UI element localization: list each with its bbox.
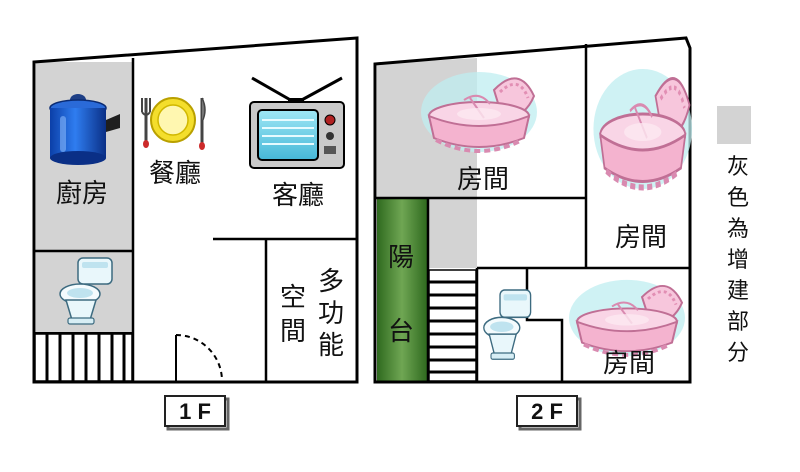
room-label-space-1: 空 [280, 283, 306, 313]
legend-char: 灰 [727, 155, 749, 180]
floor-2f-outer-wall [373, 36, 692, 384]
room-label-dining: 餐廳 [149, 159, 201, 189]
door-swing [175, 334, 223, 382]
stairs-icon [428, 269, 477, 382]
floor-label-1f-text: 1 F [179, 399, 211, 424]
room-label-living: 客廳 [272, 181, 324, 211]
baby-cradle-icon [567, 277, 687, 358]
toilet-icon [483, 289, 532, 361]
floor-label-2f: 2 F [516, 395, 582, 431]
baby-cradle-icon [419, 70, 539, 154]
floor-2f: 房間 房間 房間 陽 台 2 F [373, 36, 692, 431]
room-label-bedroom-right: 房間 [615, 223, 667, 253]
floor-1f: 廚房 餐廳 客廳 多 功 能 空 間 1 F [32, 36, 359, 431]
room-label-multi-2: 功 [318, 299, 344, 329]
floor-label-2f-text: 2 F [531, 399, 563, 424]
stairs-icon [34, 333, 133, 382]
room-label-space-2: 間 [280, 317, 306, 347]
legend-char: 部 [727, 310, 749, 335]
room-label-kitchen: 廚房 [56, 179, 108, 209]
television-icon [249, 76, 345, 169]
plate-fork-knife-icon [141, 97, 206, 150]
room-label-multi-1: 多 [318, 267, 344, 297]
legend-char: 建 [727, 279, 749, 304]
legend-char: 色 [727, 186, 749, 211]
legend-char: 分 [727, 341, 749, 366]
cooking-pot-icon [49, 94, 120, 165]
baby-cradle-icon [593, 69, 692, 189]
legend-char: 增 [727, 248, 749, 273]
room-label-balcony-2: 台 [388, 317, 414, 347]
floor-label-1f: 1 F [164, 395, 230, 431]
room-label-multi-3: 能 [318, 331, 344, 361]
corridor-added-area [428, 198, 477, 268]
floor-1f-outer-wall [32, 36, 359, 384]
legend-swatch-gray [717, 106, 751, 144]
legend: 灰 色 為 增 建 部 分 [717, 106, 751, 366]
balcony-area [377, 198, 427, 382]
legend-char: 為 [727, 217, 749, 242]
room-label-balcony-1: 陽 [388, 243, 414, 273]
room-label-bedroom-bottom-right: 房間 [603, 349, 655, 379]
room-label-bedroom-top-left: 房間 [457, 165, 509, 195]
